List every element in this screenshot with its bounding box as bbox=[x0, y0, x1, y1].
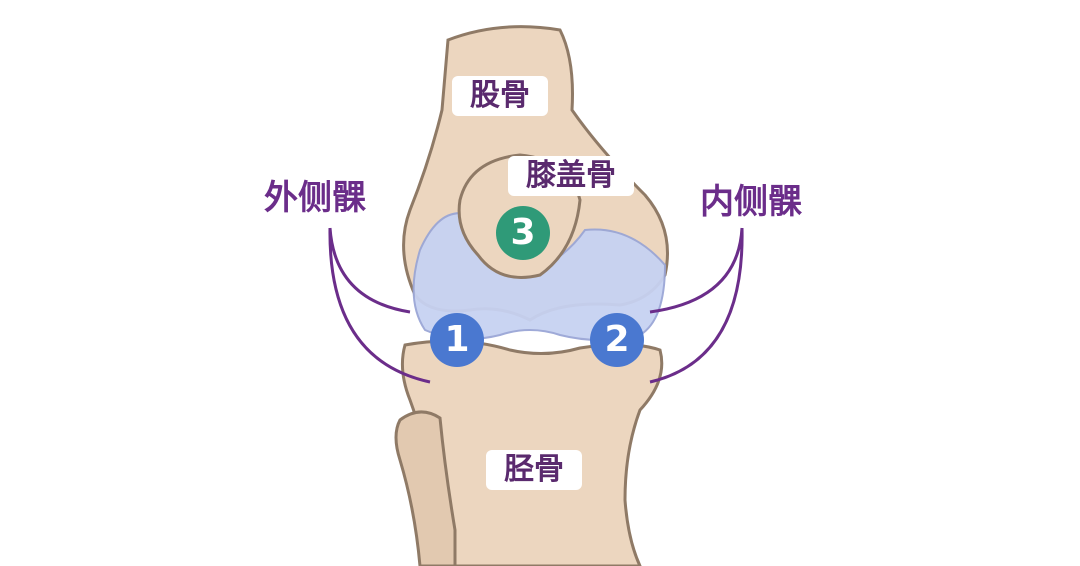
fibula-bone bbox=[394, 410, 457, 566]
patella-label: 膝盖骨 bbox=[508, 156, 634, 196]
marker-3: 3 bbox=[496, 206, 550, 260]
lateral-callout-line bbox=[328, 227, 431, 384]
lateral-condyle-label: 外侧髁 bbox=[264, 178, 366, 218]
medial-callout-line bbox=[649, 227, 744, 384]
marker-1: 1 bbox=[430, 313, 484, 367]
marker-2: 2 bbox=[590, 313, 644, 367]
medial-condyle-label: 内侧髁 bbox=[700, 182, 802, 222]
femur-label: 股骨 bbox=[452, 76, 548, 116]
tibia-label: 胫骨 bbox=[486, 450, 582, 490]
